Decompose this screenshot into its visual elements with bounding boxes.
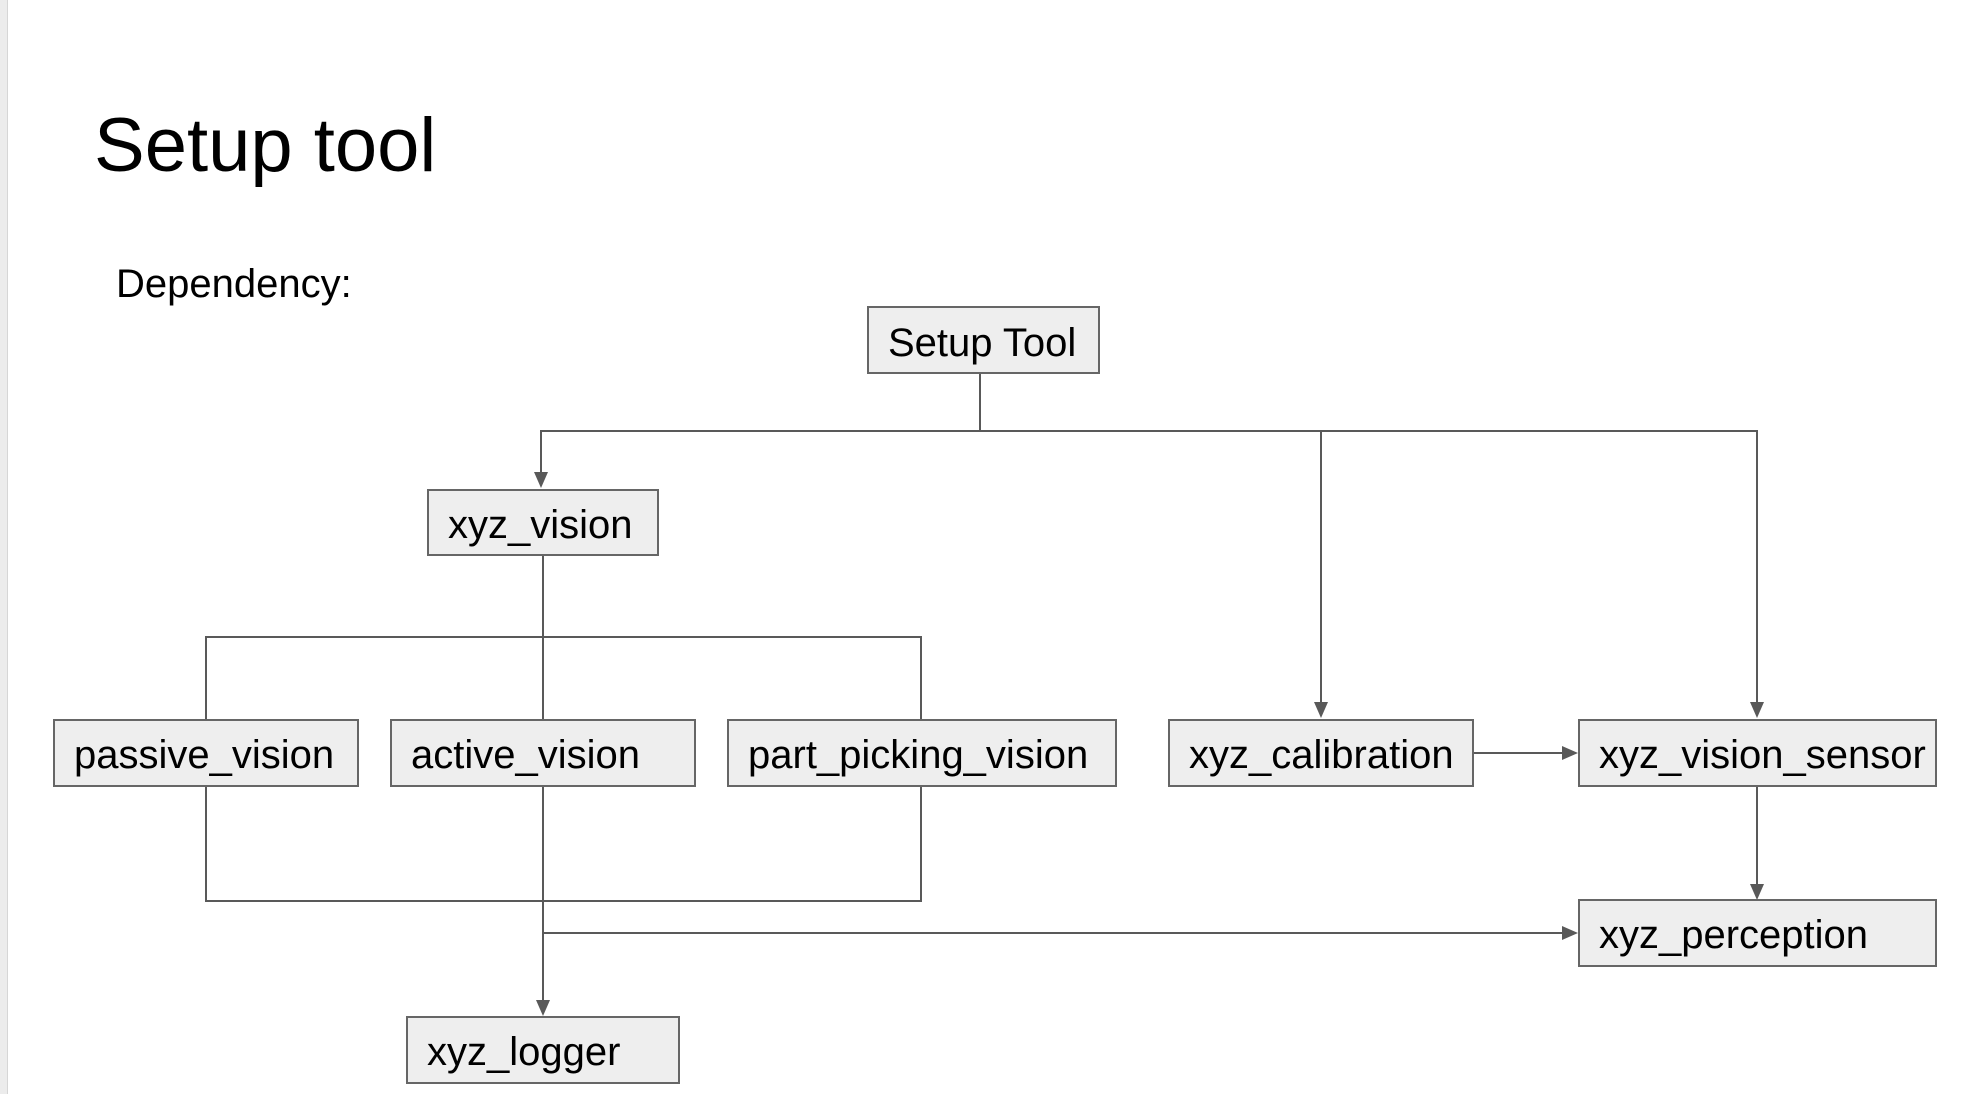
edge-xyz-vision-to-part-picking-vision <box>543 636 922 720</box>
arrowhead-xyz-calibration <box>1314 702 1328 718</box>
node-xyz-vision: xyz_vision <box>427 489 659 556</box>
node-label: xyz_logger <box>427 1030 620 1074</box>
arrowhead-xyz-logger <box>536 1000 550 1016</box>
node-label: xyz_perception <box>1599 913 1868 957</box>
node-passive-vision: passive_vision <box>53 719 359 787</box>
node-label: xyz_vision <box>448 503 633 547</box>
edge-xyz-vision-to-passive-vision <box>205 636 543 720</box>
node-part-picking-vision: part_picking_vision <box>727 719 1117 787</box>
node-xyz-perception: xyz_perception <box>1578 899 1937 967</box>
edge-setup-tool-to-xyz-calibration <box>980 430 1322 708</box>
node-label: active_vision <box>411 733 640 777</box>
node-active-vision: active_vision <box>390 719 696 787</box>
arrowhead-xyz-vision <box>534 472 548 488</box>
edges <box>205 373 1764 1016</box>
edge-setup-tool-to-xyz-vision-sensor <box>1321 430 1758 708</box>
arrowhead-xyz-vision-sensor <box>1750 702 1764 718</box>
node-label: passive_vision <box>74 733 334 777</box>
node-label: xyz_calibration <box>1189 733 1454 777</box>
slide-title: Setup tool <box>94 103 437 188</box>
node-label: xyz_vision_sensor <box>1599 733 1926 777</box>
slide-left-edge <box>0 0 8 1094</box>
node-label: part_picking_vision <box>748 733 1088 777</box>
node-xyz-vision-sensor: xyz_vision_sensor <box>1578 719 1937 787</box>
dependency-label: Dependency: <box>116 262 352 306</box>
node-label: Setup Tool <box>888 321 1076 365</box>
arrowhead-xyz-perception-from-sensor <box>1750 884 1764 900</box>
node-xyz-calibration: xyz_calibration <box>1168 719 1474 787</box>
edge-setup-tool-to-xyz-vision <box>540 373 981 480</box>
edge-passive-vision-to-xyz-logger <box>205 786 543 902</box>
arrowhead-xyz-perception-from-active <box>1562 926 1578 940</box>
node-setup-tool: Setup Tool <box>867 306 1100 374</box>
node-xyz-logger: xyz_logger <box>406 1016 680 1084</box>
edge-part-picking-vision-to-xyz-logger <box>543 786 922 902</box>
arrowhead-calibration-to-sensor <box>1562 746 1578 760</box>
